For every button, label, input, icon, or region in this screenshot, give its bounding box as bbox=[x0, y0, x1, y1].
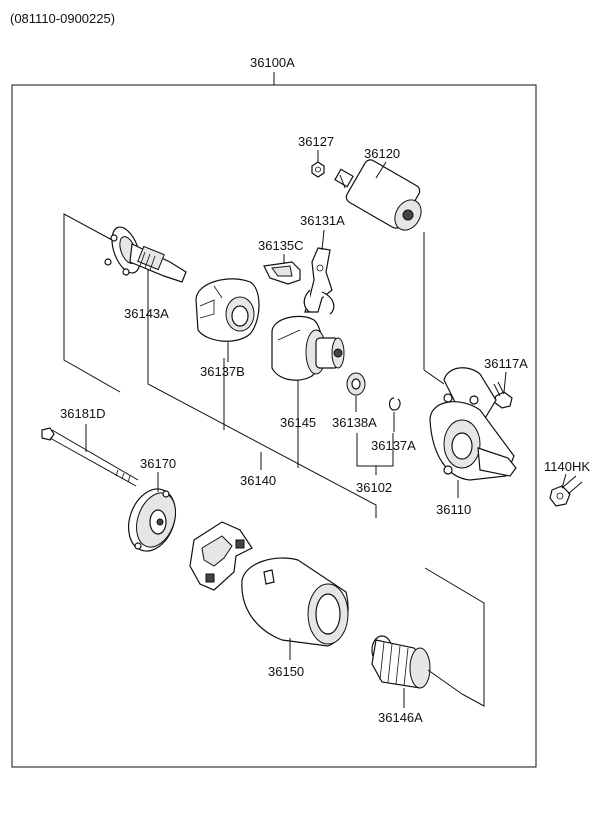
leader-36120 bbox=[375, 161, 387, 179]
part-label-36137A[interactable]: 36137A bbox=[371, 438, 416, 453]
part-label-36102[interactable]: 36102 bbox=[356, 480, 392, 495]
part-label-1140HK[interactable]: 1140HK bbox=[544, 459, 590, 474]
brush-holder-shape bbox=[189, 521, 253, 591]
leader-1140HK bbox=[561, 473, 567, 489]
leader-solenoid-housing-2 bbox=[423, 369, 445, 385]
lever-36131A-shape bbox=[303, 247, 335, 315]
front-housing-36110-shape bbox=[429, 367, 517, 481]
part-label-36131A[interactable]: 36131A bbox=[300, 213, 345, 228]
part-label-36140[interactable]: 36140 bbox=[240, 473, 276, 488]
part-label-36120[interactable]: 36120 bbox=[364, 146, 400, 161]
part-label-36170[interactable]: 36170 bbox=[140, 456, 176, 471]
part-label-36143A[interactable]: 36143A bbox=[124, 306, 169, 321]
leader-36131A bbox=[321, 229, 325, 251]
leader-36117A bbox=[503, 371, 507, 393]
armature-36146A-shape bbox=[371, 635, 463, 695]
part-label-36100A[interactable]: 36100A bbox=[250, 55, 295, 70]
part-label-36146A[interactable]: 36146A bbox=[378, 710, 423, 725]
bolt-1140HK-shape bbox=[549, 475, 583, 507]
bolt-36117A-shape bbox=[493, 381, 513, 409]
group-bracket-lines bbox=[63, 213, 485, 707]
ring-36138A-shape bbox=[346, 372, 366, 396]
plate-36135C-shape bbox=[263, 261, 301, 285]
end-plate-36170-shape bbox=[128, 488, 176, 552]
nut-36127-shape bbox=[311, 161, 325, 178]
part-label-36135C[interactable]: 36135C bbox=[258, 238, 304, 253]
part-label-36137B[interactable]: 36137B bbox=[200, 364, 245, 379]
through-bolt-36181D-shape bbox=[41, 427, 139, 487]
solenoid-36120-shape bbox=[334, 159, 422, 231]
part-label-36138A[interactable]: 36138A bbox=[332, 415, 377, 430]
date-range-label: (081110-0900225) bbox=[10, 11, 115, 26]
clutch-36145-shape bbox=[271, 315, 345, 381]
part-label-36150[interactable]: 36150 bbox=[268, 664, 304, 679]
clip-36137A-shape bbox=[388, 397, 401, 411]
housing-36137B-shape bbox=[195, 278, 260, 342]
part-label-36117A[interactable]: 36117A bbox=[484, 356, 528, 371]
part-label-36127[interactable]: 36127 bbox=[298, 134, 334, 149]
shaft-36143A-shape bbox=[104, 226, 187, 283]
part-label-36145[interactable]: 36145 bbox=[280, 415, 316, 430]
yoke-36150-shape bbox=[241, 557, 349, 647]
part-label-36110[interactable]: 36110 bbox=[436, 502, 471, 517]
part-label-36181D[interactable]: 36181D bbox=[60, 406, 106, 421]
